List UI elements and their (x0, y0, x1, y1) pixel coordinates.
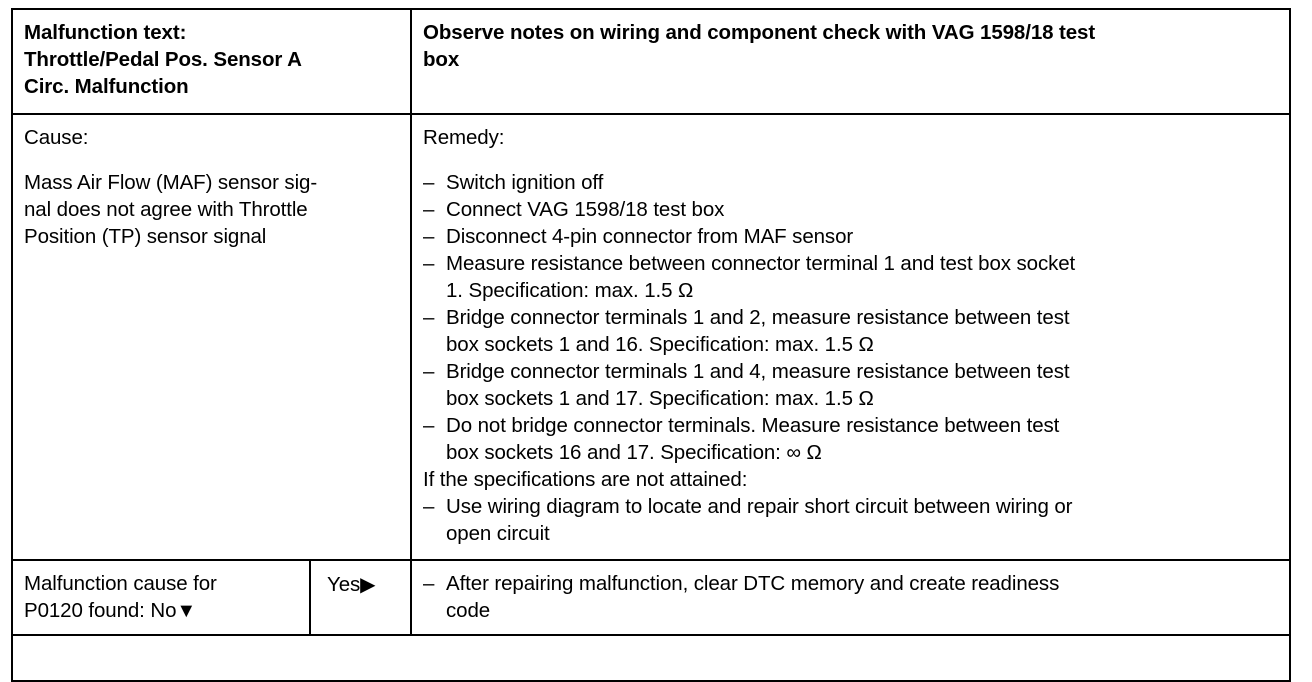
bullet-dash-icon: – (423, 572, 435, 595)
observe-notes-cell: Observe notes on wiring and component ch… (410, 8, 1291, 115)
cause-line3: Position (TP) sensor signal (24, 225, 267, 248)
remedy-step-4: – Measure resistance between connector t… (423, 250, 1279, 304)
decision-question-line1: Malfunction cause for (24, 572, 217, 595)
cause-cell: Cause: Mass Air Flow (MAF) sensor sig- n… (11, 113, 412, 561)
decision-action-list: – After repairing malfunction, clear DTC… (423, 570, 1279, 624)
arrow-right-icon[interactable]: ▶ (360, 574, 376, 596)
cause-label: Cause: (24, 126, 89, 149)
bullet-dash-icon: – (423, 495, 435, 518)
remedy-label: Remedy: (423, 126, 505, 149)
dtc-diagnosis-table: Malfunction text: Throttle/Pedal Pos. Se… (11, 8, 1291, 682)
decision-answer-no-label: P0120 found: No (24, 599, 177, 622)
remedy-spacer (423, 151, 1279, 169)
remedy-step-7: – Do not bridge connector terminals. Mea… (423, 412, 1279, 466)
decision-question-cell[interactable]: Malfunction cause for P0120 found: No▼ (11, 559, 311, 636)
observe-notes-line2: box (423, 48, 460, 71)
remedy-step-6: – Bridge connector terminals 1 and 4, me… (423, 358, 1279, 412)
remedy-step-5: – Bridge connector terminals 1 and 2, me… (423, 304, 1279, 358)
decision-question-line2: P0120 found: No▼ (24, 597, 299, 624)
bullet-dash-icon: – (423, 252, 435, 275)
malfunction-text-line2: Throttle/Pedal Pos. Sensor A (24, 48, 302, 71)
remedy-step-5-cont: box sockets 1 and 16. Specification: max… (446, 333, 874, 356)
remedy-step-7-cont: box sockets 16 and 17. Specification: ∞ … (446, 441, 822, 464)
arrow-down-icon[interactable]: ▼ (176, 600, 197, 622)
remedy-step-8: – Use wiring diagram to locate and repai… (423, 493, 1279, 547)
remedy-step-8-cont: open circuit (446, 522, 550, 545)
cause-line2: nal does not agree with Throttle (24, 198, 308, 221)
empty-cell (11, 634, 1291, 682)
remedy-cell: Remedy: – Switch ignition off – Connect … (410, 113, 1291, 561)
bullet-dash-icon: – (423, 414, 435, 437)
bullet-dash-icon: – (423, 360, 435, 383)
decision-action-item: – After repairing malfunction, clear DTC… (423, 570, 1279, 624)
decision-action-line1: After repairing malfunction, clear DTC m… (446, 572, 1060, 595)
table-header-row: Malfunction text: Throttle/Pedal Pos. Se… (11, 8, 1291, 115)
decision-action-line2: code (446, 599, 491, 622)
decision-yes-cell[interactable]: Yes▶ (309, 559, 412, 636)
bullet-dash-icon: – (423, 225, 435, 248)
bullet-dash-icon: – (423, 306, 435, 329)
bullet-dash-icon: – (423, 198, 435, 221)
empty-row (11, 634, 1291, 682)
remedy-step-4-text: Measure resistance between connector ter… (446, 252, 1076, 275)
remedy-step-4-cont: 1. Specification: max. 1.5 Ω (446, 279, 694, 302)
malfunction-text-label: Malfunction text: (24, 21, 187, 44)
decision-yes-label: Yes (327, 573, 361, 596)
malfunction-text-cell: Malfunction text: Throttle/Pedal Pos. Se… (11, 8, 412, 115)
decision-row: Malfunction cause for P0120 found: No▼ Y… (11, 559, 1291, 636)
remedy-step-list: – Switch ignition off – Connect VAG 1598… (423, 169, 1279, 547)
remedy-step-3-text: Disconnect 4-pin connector from MAF sens… (446, 225, 854, 248)
malfunction-text-line3: Circ. Malfunction (24, 75, 189, 98)
remedy-step-1: – Switch ignition off (423, 169, 1279, 196)
remedy-step-1-text: Switch ignition off (446, 171, 604, 194)
cause-spacer (24, 151, 400, 169)
remedy-step-6-cont: box sockets 1 and 17. Specification: max… (446, 387, 874, 410)
remedy-step-2: – Connect VAG 1598/18 test box (423, 196, 1279, 223)
remedy-condition-text: If the specifications are not attained: (423, 468, 748, 491)
remedy-step-5-text: Bridge connector terminals 1 and 2, meas… (446, 306, 1070, 329)
remedy-step-8-text: Use wiring diagram to locate and repair … (446, 495, 1073, 518)
remedy-step-3: – Disconnect 4-pin connector from MAF se… (423, 223, 1279, 250)
bullet-dash-icon: – (423, 171, 435, 194)
decision-yes-row: Yes▶ (327, 571, 400, 598)
remedy-step-6-text: Bridge connector terminals 1 and 4, meas… (446, 360, 1070, 383)
cause-line1: Mass Air Flow (MAF) sensor sig- (24, 171, 318, 194)
remedy-step-7-text: Do not bridge connector terminals. Measu… (446, 414, 1060, 437)
cause-remedy-row: Cause: Mass Air Flow (MAF) sensor sig- n… (11, 113, 1291, 561)
observe-notes-line1: Observe notes on wiring and component ch… (423, 21, 1096, 44)
remedy-condition: If the specifications are not attained: (423, 466, 1279, 493)
remedy-step-2-text: Connect VAG 1598/18 test box (446, 198, 725, 221)
decision-action-cell: – After repairing malfunction, clear DTC… (410, 559, 1291, 636)
